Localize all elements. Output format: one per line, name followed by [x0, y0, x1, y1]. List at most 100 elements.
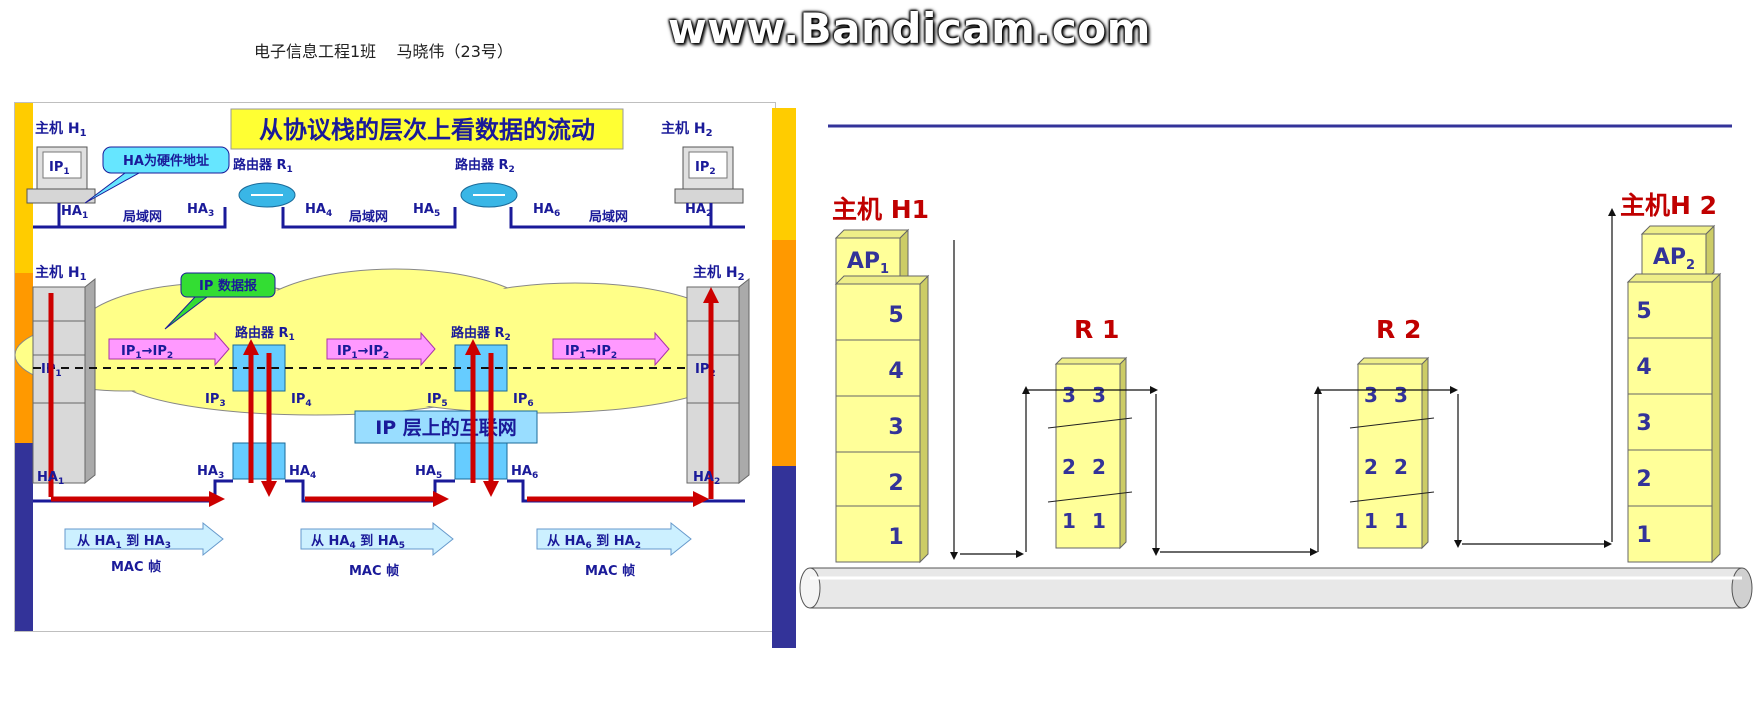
- ip-flow-box: IP1→IP2: [552, 331, 670, 367]
- r2-layer-2a: 2: [1364, 455, 1378, 479]
- top-ip2: IP2: [695, 160, 716, 177]
- ip-datagram-callout: [180, 272, 276, 298]
- bottom-ip3: IP3: [205, 392, 226, 409]
- data-flow-arrowheads: [950, 208, 1616, 560]
- side-bar-blue: [772, 466, 796, 648]
- bottom-ha2: HA2: [693, 470, 720, 487]
- host1-layer-5: 5: [888, 303, 903, 328]
- data-flow-path: [953, 214, 1613, 555]
- computer-icon: IP2: [674, 146, 744, 204]
- mac-frame-flow: 从 HA4 到 HA5 MAC 帧: [300, 521, 454, 579]
- top-ha6: HA6: [533, 202, 560, 219]
- ip-layer-label-box: [354, 410, 538, 444]
- host1-layer-2: 2: [888, 471, 903, 496]
- computer-icon: IP1: [26, 146, 96, 204]
- bottom-ha4: HA4: [289, 464, 316, 481]
- top-host1-label: 主机 H1: [35, 120, 87, 139]
- top-lan-lines: [33, 203, 745, 229]
- bottom-ha3: HA3: [197, 464, 224, 481]
- top-ha4: HA4: [305, 202, 332, 219]
- ip-datagram-text: IP 数据报: [199, 278, 258, 294]
- top-router1-label: 路由器 R1: [233, 157, 293, 175]
- data-flow-arrowheads: [209, 287, 719, 507]
- host2-layer-1: 1: [1636, 523, 1651, 548]
- top-host2-label: 主机 H2: [661, 120, 713, 139]
- bottom-ip4: IP4: [291, 392, 312, 409]
- r1-layer-1b: 1: [1092, 509, 1106, 533]
- ha-callout: [102, 146, 230, 174]
- r2-protocol-stack: 3 3 2 2 1 1: [1349, 356, 1435, 550]
- bottom-ip6: IP6: [513, 392, 534, 409]
- r2-layer-1b: 1: [1394, 509, 1408, 533]
- r1-label: R 1: [1074, 315, 1119, 344]
- r1-layer-3a: 3: [1062, 383, 1076, 407]
- svg-text:从 HA4 到 HA5: 从 HA4 到 HA5: [311, 534, 405, 551]
- top-lan-2: 局域网: [349, 209, 388, 225]
- top-ha5: HA5: [413, 202, 440, 219]
- r2-label: R 2: [1376, 315, 1421, 344]
- svg-text:从 HA1 到 HA3: 从 HA1 到 HA3: [77, 534, 171, 551]
- top-lan-3: 局域网: [589, 209, 628, 225]
- svg-text:IP1→IP2: IP1→IP2: [337, 344, 389, 361]
- top-ha1: HA1: [61, 204, 88, 221]
- r2-layer-1a: 1: [1364, 509, 1378, 533]
- top-ha2: HA2: [685, 202, 712, 219]
- bottom-ha5: HA5: [415, 464, 442, 481]
- mac-frame-flow: 从 HA6 到 HA2 MAC 帧: [536, 521, 692, 579]
- host1-layer-4: 4: [888, 359, 903, 384]
- ap2-label: AP2: [1653, 245, 1695, 273]
- top-ha3: HA3: [187, 202, 214, 219]
- data-flow-arrows: [48, 293, 714, 502]
- side-bar-orange: [772, 240, 796, 466]
- r1-protocol-stack: 3 3 2 2 1 1: [1047, 356, 1133, 550]
- bottom-ha6: HA6: [511, 464, 538, 481]
- recording-watermark: www.Bandicam.com: [668, 4, 1151, 53]
- mac-frame-label: MAC 帧: [111, 559, 161, 575]
- mac-frame-flow: 从 HA1 到 HA3 MAC 帧: [64, 521, 224, 575]
- host2-layer-4: 4: [1636, 355, 1651, 380]
- title-box: [230, 108, 624, 150]
- mac-frame-label: MAC 帧: [349, 563, 399, 579]
- top-lan-1: 局域网: [123, 209, 162, 225]
- network-cable: [799, 567, 1753, 609]
- host2-protocol-stack: AP2 5 4 3 2 1: [1626, 224, 1722, 564]
- bottom-ha1: HA1: [37, 470, 64, 487]
- mac-frame-label: MAC 帧: [585, 563, 635, 579]
- ip-datagram-pointer: [164, 296, 209, 330]
- left-slide: 从协议栈的层次上看数据的流动 主机 H1 主机 H2 IP1 IP2 HA为硬件…: [14, 102, 776, 632]
- bottom-router2-label: 路由器 R2: [451, 325, 511, 343]
- ha-callout-text: HA为硬件地址: [123, 153, 209, 169]
- side-bar-yellow: [15, 103, 33, 273]
- top-ip1: IP1: [49, 160, 70, 177]
- host1-label: 主机 H1: [832, 195, 929, 224]
- r1-layer-2a: 2: [1062, 455, 1076, 479]
- header-caption: 电子信息工程1班 马晓伟（23号）: [254, 42, 513, 61]
- left-slide-diagram: 从协议栈的层次上看数据的流动 主机 H1 主机 H2 IP1 IP2 HA为硬件…: [14, 103, 750, 631]
- host1-stack: [32, 277, 96, 485]
- r2-layer-2b: 2: [1394, 455, 1408, 479]
- right-slide: 主机 H1 主机H 2 R 1 R 2 AP1 5 4 3 2 1 AP2: [772, 108, 1760, 648]
- host2-layer-5: 5: [1636, 299, 1651, 324]
- bottom-ip5: IP5: [427, 392, 448, 409]
- host1-layer-3: 3: [888, 415, 903, 440]
- ip-flow-box: IP1→IP2: [326, 331, 436, 367]
- bottom-host2-label: 主机 H2: [693, 264, 745, 283]
- bottom-host1-label: 主机 H1: [35, 264, 87, 283]
- side-bar-yellow: [772, 108, 796, 240]
- r2-layer-3a: 3: [1364, 383, 1378, 407]
- side-bar-blue: [15, 443, 33, 631]
- slide-title: 从协议栈的层次上看数据的流动: [259, 116, 595, 144]
- svg-text:IP1→IP2: IP1→IP2: [121, 344, 173, 361]
- r2-layer-3b: 3: [1394, 383, 1408, 407]
- ha-callout-pointer: [84, 172, 141, 204]
- bottom-router1-label: 路由器 R1: [235, 325, 295, 343]
- r1-layer-1a: 1: [1062, 509, 1076, 533]
- svg-text:IP1→IP2: IP1→IP2: [565, 344, 617, 361]
- host2-layer-2: 2: [1636, 467, 1651, 492]
- r1-layer-3b: 3: [1092, 383, 1106, 407]
- ap1-label: AP1: [847, 249, 889, 277]
- host2-label: 主机H 2: [1620, 191, 1717, 220]
- host2-layer-3: 3: [1636, 411, 1651, 436]
- host1-layer-1: 1: [888, 525, 903, 550]
- svg-text:从 HA6 到 HA2: 从 HA6 到 HA2: [547, 534, 641, 551]
